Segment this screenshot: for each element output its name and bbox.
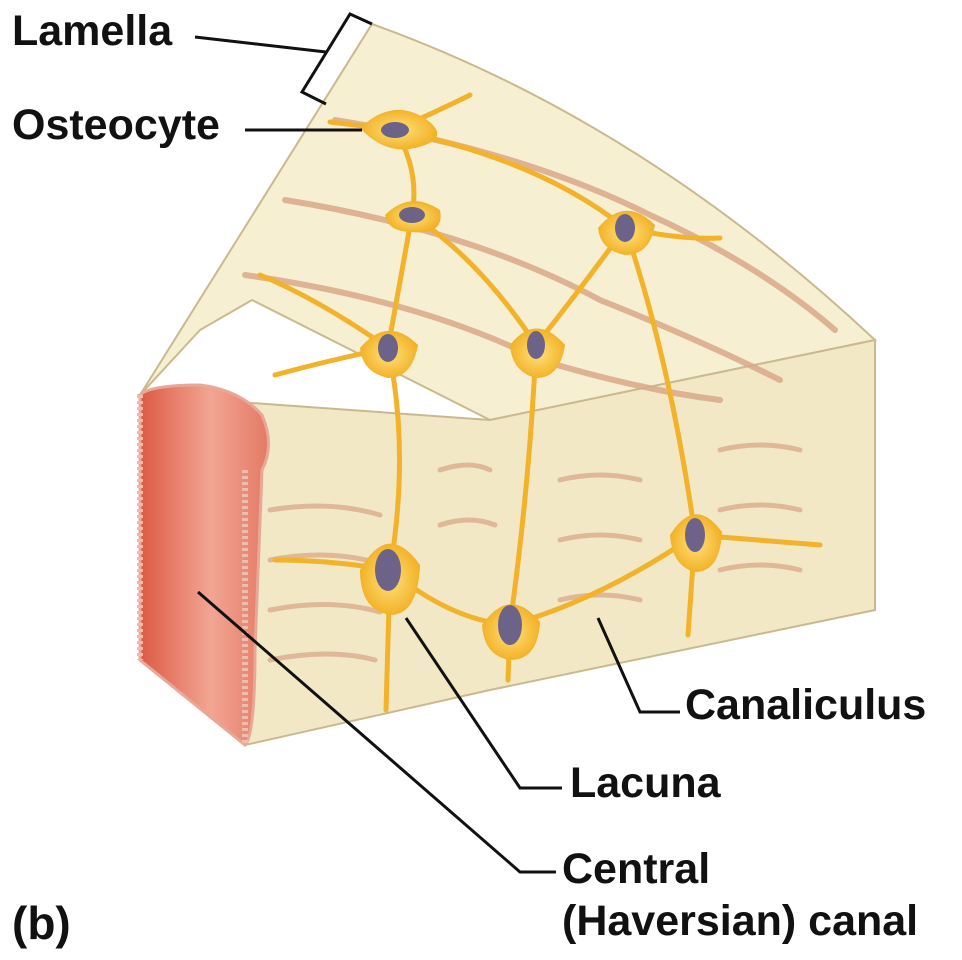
nucleus	[498, 605, 522, 645]
central-canal	[140, 385, 269, 745]
osteocyte-label: Osteocyte	[12, 102, 220, 149]
panel-label: (b)	[12, 898, 71, 949]
canaliculus-label: Canaliculus	[685, 682, 926, 729]
nucleus	[615, 214, 635, 242]
nucleus	[685, 518, 705, 552]
lacuna-label: Lacuna	[570, 760, 721, 807]
central-canal-label-line2: (Haversian) canal	[562, 898, 918, 945]
lamella-label: Lamella	[12, 8, 172, 55]
bone-top-face	[140, 24, 875, 420]
central-canal-label-line1: Central	[562, 846, 710, 893]
nucleus	[378, 334, 398, 362]
lamella-leader	[195, 37, 326, 52]
nucleus	[381, 122, 409, 138]
nucleus	[527, 331, 545, 359]
nucleus	[399, 207, 425, 223]
nucleus	[375, 549, 401, 591]
